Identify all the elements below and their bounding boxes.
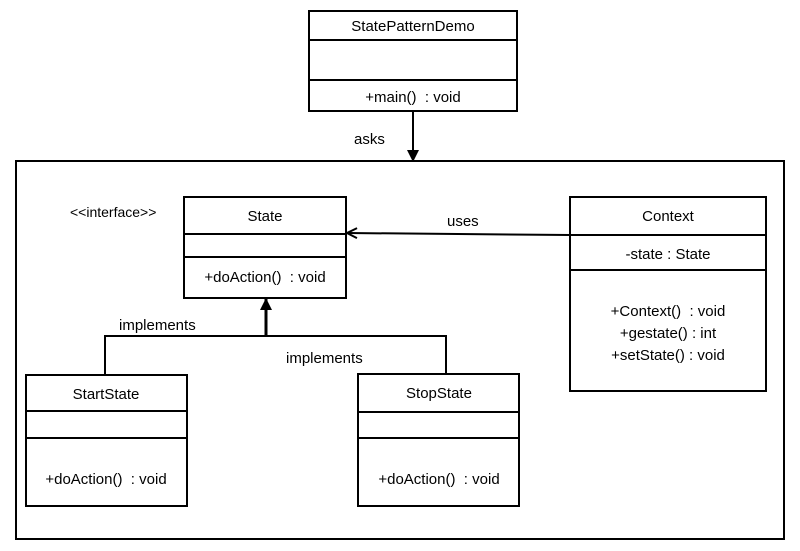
method: +main() : void xyxy=(365,89,460,106)
class-name: StartState xyxy=(73,386,140,403)
package-frame xyxy=(15,160,785,540)
implements-connector xyxy=(104,298,447,375)
class-name: StopState xyxy=(406,385,472,402)
class-context: Context -state : State +Context() : void… xyxy=(569,196,767,392)
method: +gestate() : int xyxy=(620,325,717,342)
class-start-state: StartState +doAction() : void xyxy=(25,374,188,507)
method: +setState() : void xyxy=(611,347,725,364)
class-name: Context xyxy=(642,208,695,225)
uses-label: uses xyxy=(447,213,479,230)
class-stop-state: StopState +doAction() : void xyxy=(357,373,520,507)
implements-label-right: implements xyxy=(286,350,363,367)
method: +doAction() : void xyxy=(378,471,499,488)
class-state-pattern-demo: StatePatternDemo +main() : void xyxy=(308,10,518,112)
method: +doAction() : void xyxy=(204,269,325,286)
interface-stereotype: <<interface>> xyxy=(70,204,156,220)
method: +Context() : void xyxy=(611,303,726,320)
implements-label-left: implements xyxy=(119,317,196,334)
class-name: StatePatternDemo xyxy=(351,18,474,35)
method: +doAction() : void xyxy=(45,471,166,488)
class-state-interface: State +doAction() : void xyxy=(183,196,347,299)
class-name: State xyxy=(247,208,282,225)
asks-label: asks xyxy=(354,131,385,148)
attribute: -state : State xyxy=(625,246,710,263)
uses-arrow xyxy=(347,233,571,235)
